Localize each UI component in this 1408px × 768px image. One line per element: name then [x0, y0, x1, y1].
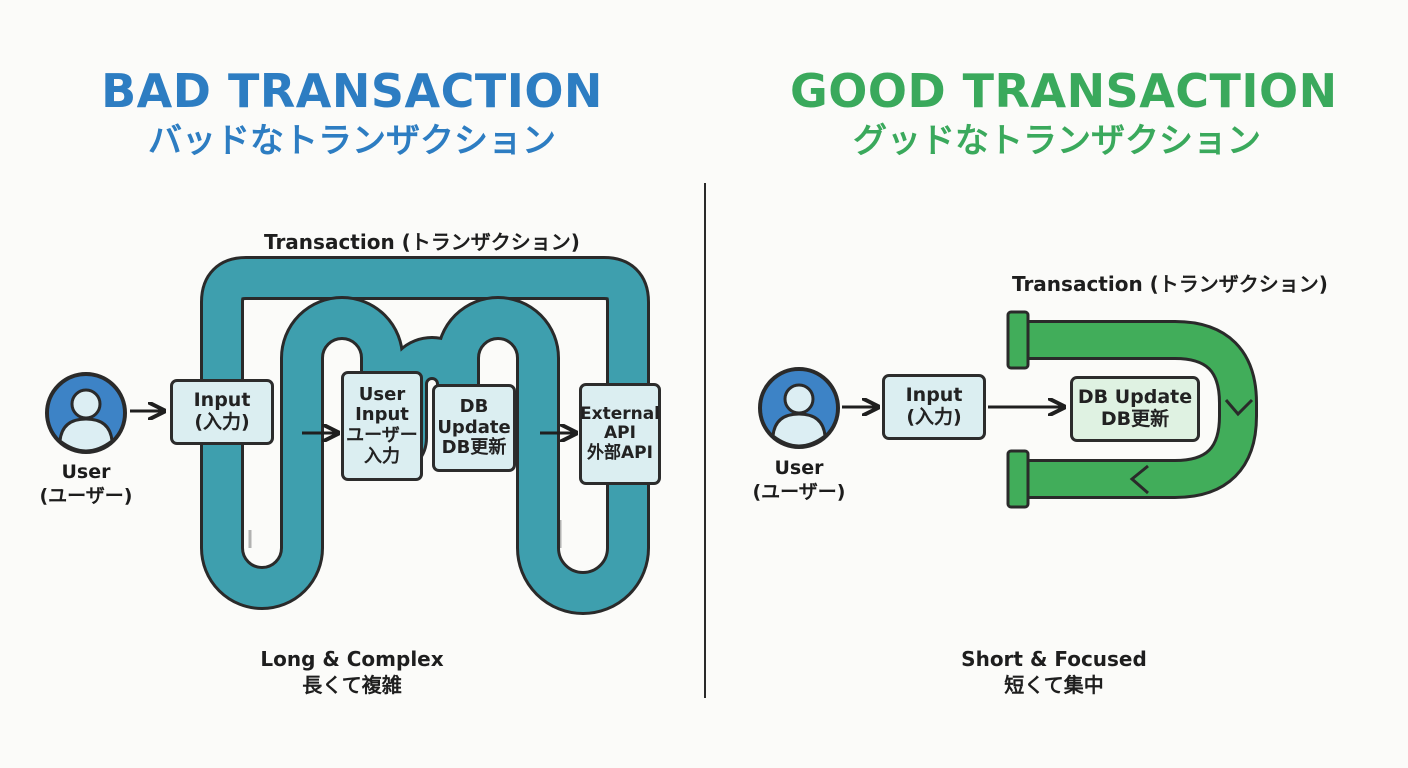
bad-user-label: User (ユーザー)	[36, 460, 136, 508]
bad-user-input-line1: User	[358, 383, 406, 405]
bad-caption-ja: 長くて複雑	[302, 673, 402, 697]
bad-caption: Long & Complex 長くて複雑	[232, 646, 472, 698]
bad-title: BAD TRANSACTION バッドなトランザクション	[92, 68, 612, 158]
bad-user-label-en: User	[61, 461, 111, 483]
bad-db-line3: DB更新	[441, 437, 507, 459]
good-input-box: Input (入力)	[882, 374, 986, 440]
bad-input-label-ja: (入力)	[194, 411, 250, 433]
good-caption: Short & Focused 短くて集中	[934, 646, 1174, 698]
good-title: GOOD TRANSACTION グッドなトランザクション	[790, 64, 1338, 161]
good-user-avatar-icon	[758, 367, 840, 449]
bad-input-box: Input (入力)	[170, 379, 274, 445]
good-transaction-pipe	[1006, 310, 1258, 509]
bad-transaction-label: Transaction (トランザクション)	[264, 230, 580, 254]
bad-api-line1: External	[579, 403, 661, 424]
bad-api-line3: 外部API	[587, 442, 653, 463]
bad-user-label-ja: (ユーザー)	[39, 485, 133, 507]
good-user-label-ja: (ユーザー)	[752, 481, 846, 503]
bad-db-line2: Update	[437, 416, 511, 438]
bad-external-api-box: External API 外部API	[579, 383, 661, 485]
bad-input-label-en: Input	[193, 389, 251, 412]
bad-user-input-line3: ユーザー	[346, 425, 418, 446]
bad-transaction-pipe	[200, 256, 650, 615]
bad-db-line1: DB	[459, 395, 489, 417]
bad-caption-en: Long & Complex	[260, 647, 444, 671]
bad-db-update-box: DB Update DB更新	[432, 384, 516, 472]
center-divider	[704, 183, 706, 698]
good-title-en: GOOD TRANSACTION	[790, 64, 1338, 118]
bad-title-en: BAD TRANSACTION	[101, 64, 603, 118]
good-user-label: User (ユーザー)	[749, 456, 849, 504]
good-caption-en: Short & Focused	[961, 647, 1147, 671]
bad-user-input-line4: 入力	[364, 445, 400, 467]
good-caption-ja: 短くて集中	[1004, 673, 1104, 697]
bad-title-ja: バッドなトランザクション	[148, 121, 556, 161]
good-input-label-en: Input	[905, 384, 963, 407]
good-db-line2: DB更新	[1100, 408, 1170, 430]
good-user-label-en: User	[774, 457, 824, 479]
bad-user-avatar-icon	[45, 372, 127, 454]
good-transaction-label: Transaction (トランザクション)	[1012, 272, 1328, 296]
bad-api-line2: API	[604, 423, 636, 444]
bad-user-input-box: User Input ユーザー 入力	[341, 371, 423, 481]
bad-user-input-line2: Input	[355, 404, 409, 426]
good-input-label-ja: (入力)	[906, 406, 962, 428]
good-title-ja: グッドなトランザクション	[853, 121, 1261, 161]
good-db-update-box: DB Update DB更新	[1070, 376, 1200, 442]
good-db-line1: DB Update	[1077, 386, 1193, 409]
